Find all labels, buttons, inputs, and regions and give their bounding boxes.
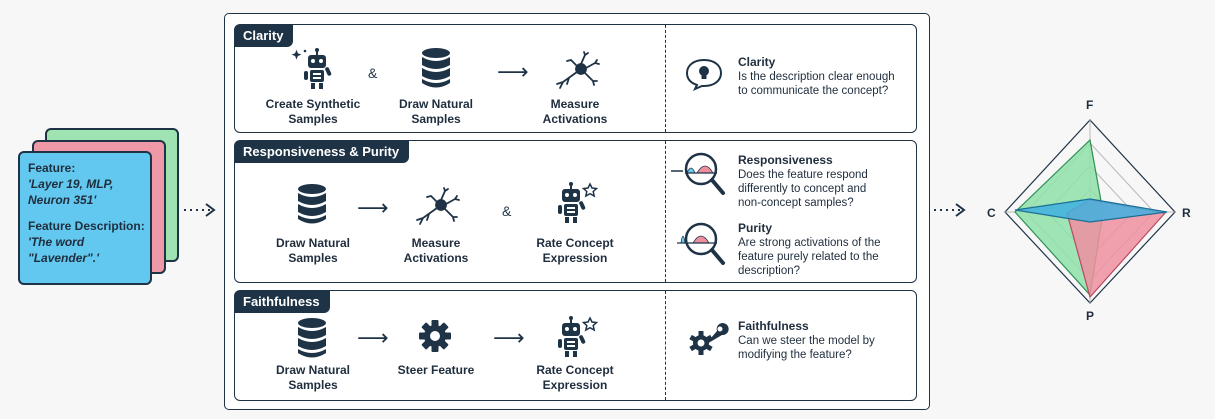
criterion-heading: Purity [738, 221, 773, 235]
step-label-line: Expression [542, 251, 608, 265]
step-label: Draw Natural Samples [253, 363, 373, 393]
database-icon [421, 47, 451, 94]
section-divider [665, 291, 666, 400]
section-title: Responsiveness & Purity [235, 141, 410, 163]
step-label-line: Rate Concept [536, 363, 614, 377]
responsiveness-purity-section: Responsiveness & Purity ⟶ & [234, 140, 917, 283]
criterion-heading: Responsiveness [738, 153, 833, 167]
dotted-arrow-icon [184, 202, 218, 223]
step-label: Rate Concept Expression [515, 363, 635, 393]
and-symbol: & [502, 203, 512, 219]
step-label-line: Draw Natural [275, 236, 351, 250]
faithfulness-section: Faithfulness ⟶ ⟶ [234, 290, 917, 401]
step-label: Measure Activations [376, 236, 496, 266]
radar-axis-label-p: P [1086, 309, 1094, 323]
description-heading: Feature Description: [28, 219, 145, 233]
arrow-right-icon: ⟶ [357, 325, 389, 350]
step-label-line: Steer Feature [397, 363, 475, 377]
step-label: Steer Feature [376, 363, 496, 378]
clarity-section: Clarity & ⟶ [234, 24, 917, 133]
gear-icon [418, 319, 452, 358]
step-label: Measure Activations [515, 97, 635, 127]
step-label-line: Activations [542, 112, 608, 126]
arrow-right-icon: ⟶ [493, 325, 525, 350]
step-label-line: Samples [411, 112, 461, 126]
database-icon [297, 317, 327, 364]
section-title: Clarity [235, 25, 294, 47]
magnifier-distribution-icon [671, 149, 727, 204]
description-value-line2: "Lavender".' [28, 251, 99, 265]
step-label-line: Rate Concept [536, 236, 614, 250]
neuron-icon [551, 51, 601, 96]
criterion-heading: Faithfulness [738, 319, 809, 333]
lightbulb-speech-icon [685, 58, 723, 95]
step-label-line: Activations [403, 251, 469, 265]
radar-axis-label-r: R [1182, 206, 1191, 220]
criterion-text-line: Can we steer the model by [738, 335, 875, 347]
section-title: Faithfulness [235, 291, 330, 313]
robot-star-icon [549, 315, 599, 366]
criterion-text-line: to communicate the concept? [738, 85, 889, 97]
step-label-line: Measure [550, 97, 600, 111]
step-label-line: Expression [542, 378, 608, 392]
feature-value-line2: Neuron 351' [28, 193, 97, 207]
feature-heading: Feature: [28, 161, 76, 175]
dotted-arrow-icon [934, 202, 968, 223]
criterion-text-line: Is the description clear enough [738, 71, 895, 83]
section-divider [665, 25, 666, 132]
feature-card-front [18, 151, 152, 285]
radar-chart: F R P C [985, 95, 1200, 340]
criterion-text-line: modifying the feature? [738, 349, 852, 361]
and-symbol: & [368, 65, 378, 81]
step-label-line: Samples [288, 112, 338, 126]
step-label: Rate Concept Expression [515, 236, 635, 266]
feature-card-text: Feature: 'Layer 19, MLP, Neuron 351' Fea… [28, 160, 148, 266]
arrow-right-icon: ⟶ [357, 195, 389, 220]
criterion-text: Can we steer the model by modifying the … [738, 334, 875, 362]
wrench-gear-icon [687, 323, 729, 364]
neuron-icon [411, 187, 461, 232]
step-label-line: Samples [288, 251, 338, 265]
criterion-text: Are strong activations of the feature pu… [738, 236, 881, 278]
criterion-text: Does the feature respond differently to … [738, 168, 868, 210]
step-label: Draw Natural Samples [253, 236, 373, 266]
step-label-line: Create Synthetic [265, 97, 361, 111]
database-icon [297, 183, 327, 230]
robot-star-icon [549, 181, 599, 232]
feature-value-line1: 'Layer 19, MLP, [28, 177, 114, 191]
radar-axis-label-c: C [987, 206, 996, 220]
step-label-line: Draw Natural [275, 363, 351, 377]
step-label: Draw Natural Samples [376, 97, 496, 127]
robot-sparkle-icon [291, 47, 339, 96]
radar-axis-label-f: F [1086, 98, 1093, 112]
arrow-right-icon: ⟶ [497, 59, 529, 84]
radar-series-blue [1014, 198, 1168, 223]
criterion-heading: Clarity [738, 55, 776, 69]
criterion-text-line: feature purely related to the [738, 251, 879, 263]
description-value-line1: 'The word [28, 235, 85, 249]
step-label-line: Draw Natural [398, 97, 474, 111]
magnifier-distribution-icon [673, 219, 729, 274]
step-label-line: Samples [288, 378, 338, 392]
criterion-text-line: description? [738, 265, 801, 277]
criterion-text-line: non-concept samples? [738, 197, 854, 209]
criterion-text-line: Are strong activations of the [738, 237, 881, 249]
criterion-text: Is the description clear enough to commu… [738, 70, 895, 98]
section-divider [665, 141, 666, 282]
criterion-text-line: Does the feature respond [738, 169, 868, 181]
step-label: Create Synthetic Samples [253, 97, 373, 127]
criterion-text-line: differently to concept and [738, 183, 867, 195]
step-label-line: Measure [411, 236, 461, 250]
